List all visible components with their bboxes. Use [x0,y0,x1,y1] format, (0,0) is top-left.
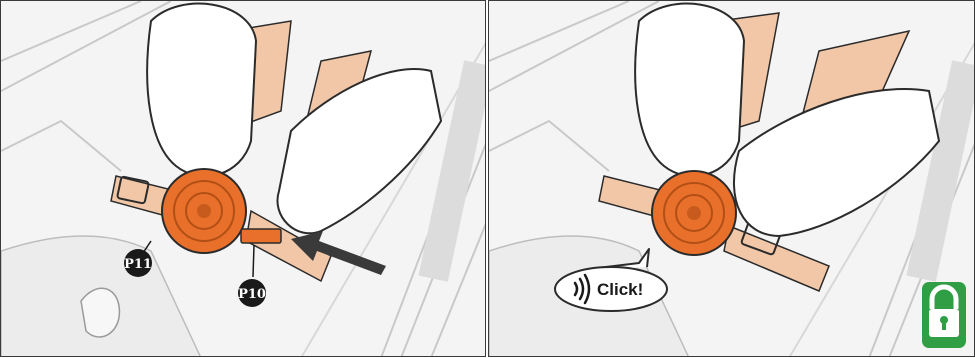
right-hand [277,69,441,233]
svg-text:P10: P10 [238,287,266,302]
padlock-locked-icon [922,282,966,348]
buckle-main [162,169,246,253]
left-hand [635,4,744,177]
right-hand [734,89,939,236]
buckle-locked [652,171,736,255]
insert-illustration: P11 P10 [1,1,486,357]
svg-text:P11: P11 [124,257,152,272]
illustration-panel-insert: P11 P10 [0,0,486,357]
left-hand [147,4,256,177]
part-label-p10: P10 [238,245,266,307]
locked-illustration: Click! [489,1,975,357]
buckle-tongue [241,229,281,243]
click-label: Click! [597,280,643,299]
illustration-panel-locked: Click! [488,0,975,357]
baby-hand [81,288,119,337]
